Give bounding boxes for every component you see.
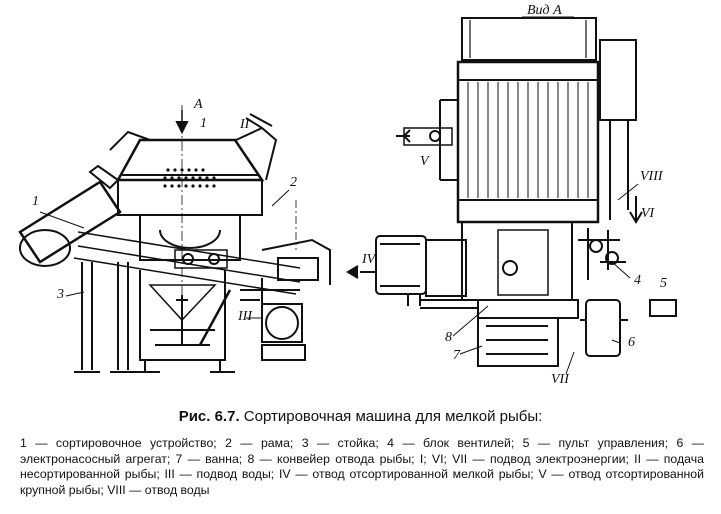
callout-6: 6	[628, 335, 635, 350]
figure-caption: Рис. 6.7. Сортировочная машина для мелко…	[0, 408, 721, 425]
callout-4: 4	[634, 273, 641, 288]
callout-roman-VII: VII	[551, 372, 570, 387]
callout-roman-VI: VI	[641, 206, 656, 221]
figure-title: Сортировочная машина для мелкой рыбы:	[243, 408, 543, 425]
technical-drawing: А 1 II 1 2 3 III	[18, 3, 677, 387]
callout-1-top: 1	[200, 116, 207, 131]
figure-number: Рис. 6.7.	[178, 408, 240, 425]
callout-1-left: 1	[32, 194, 39, 209]
label-view-arrow: А	[193, 97, 203, 112]
front-view	[18, 105, 331, 373]
callout-roman-VIII: VIII	[640, 169, 664, 184]
label-view-a: Вид А	[527, 3, 562, 18]
callout-roman-III: III	[237, 309, 253, 324]
callout-3: 3	[56, 287, 64, 302]
callout-7: 7	[453, 348, 461, 363]
callout-2: 2	[290, 175, 297, 190]
callout-roman-II: II	[239, 117, 251, 132]
side-view-a	[346, 17, 677, 367]
figure-legend: 1 — сортировочное устройство; 2 — рама; …	[20, 436, 704, 497]
callout-roman-IV: IV	[361, 252, 377, 267]
callout-roman-V: V	[420, 154, 430, 169]
callout-5: 5	[660, 276, 667, 291]
callout-8: 8	[445, 330, 452, 345]
